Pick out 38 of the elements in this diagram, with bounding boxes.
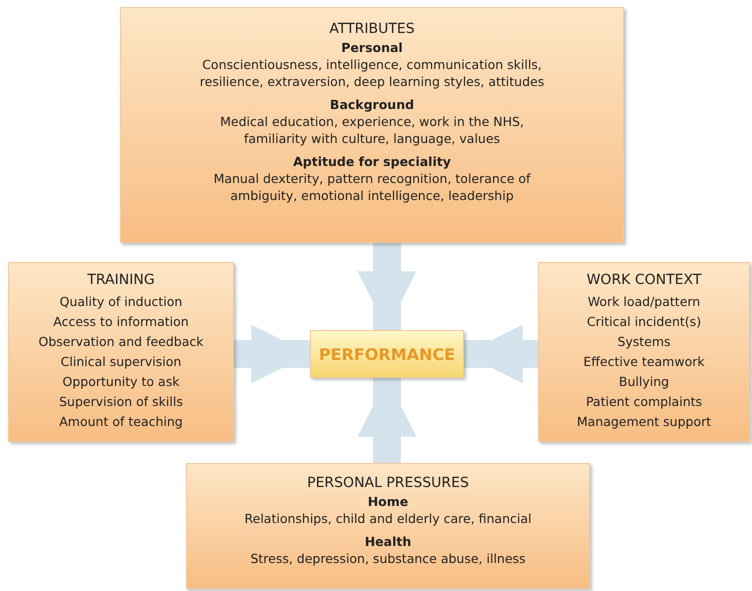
block-arrow xyxy=(358,378,416,463)
list-item: Bullying xyxy=(618,373,670,391)
list-item: Opportunity to ask xyxy=(62,373,180,391)
list-item: Access to information xyxy=(53,313,189,331)
list-item: Quality of induction xyxy=(60,293,182,311)
list-item: Work load/pattern xyxy=(588,293,700,311)
section-text: Stress, depression, substance abuse, illness xyxy=(249,550,527,567)
section-heading: Home xyxy=(368,493,408,510)
section-heading: Aptitude for speciality xyxy=(293,153,451,170)
section-text: Manual dexterity, pattern recognition, tolerance of ambiguity, emotional intelligence, leadership xyxy=(212,170,532,204)
section-heading: Personal xyxy=(341,39,403,56)
section-heading: Health xyxy=(364,533,412,550)
section-text: Relationships, child and elderly care, financial xyxy=(244,510,532,527)
box-title: WORK CONTEXT xyxy=(586,271,702,290)
block-arrow xyxy=(464,324,538,384)
list-item: Supervision of skills xyxy=(59,393,183,411)
list-item: Clinical supervision xyxy=(60,353,182,371)
list-item: Management support xyxy=(576,413,712,431)
section-text: Medical education, experience, work in the NHS, familiarity with culture, language, values xyxy=(219,113,525,147)
box-title: TRAINING xyxy=(87,271,155,290)
list-item: Patient complaints xyxy=(586,393,702,411)
list-item: Critical incident(s) xyxy=(586,313,702,331)
factor-box xyxy=(538,262,750,442)
factor-box xyxy=(120,7,624,243)
list-item: Systems xyxy=(617,333,671,351)
block-arrow xyxy=(234,324,310,384)
section-text: Conscientiousness, intelligence, communication skills, resilience, extraversion, deep learning styles, attitudes xyxy=(198,56,546,90)
block-arrow xyxy=(358,243,416,330)
section-heading: Background xyxy=(330,96,414,113)
performance-box xyxy=(310,330,464,378)
box-title: PERFORMANCE xyxy=(318,344,456,364)
list-item: Effective teamwork xyxy=(583,353,705,371)
box-title: PERSONAL PRESSURES xyxy=(307,474,469,493)
list-item: Observation and feedback xyxy=(38,333,204,351)
factor-box xyxy=(8,262,234,442)
factor-box xyxy=(186,463,590,589)
list-item: Amount of teaching xyxy=(59,413,183,431)
box-title: ATTRIBUTES xyxy=(329,20,415,39)
